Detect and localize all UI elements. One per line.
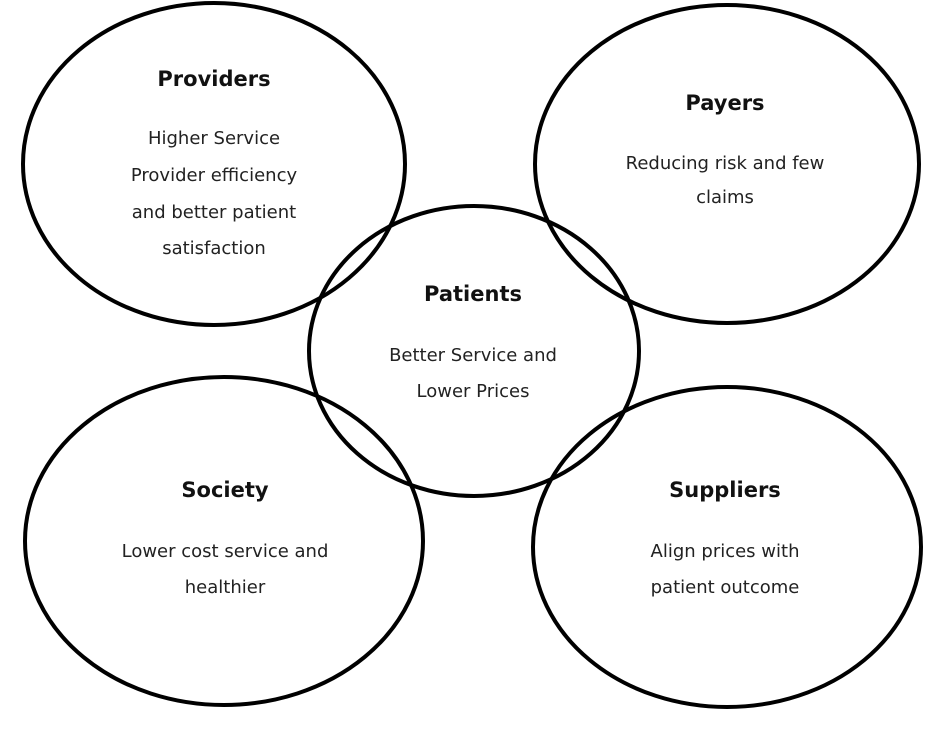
payers-ellipse [533, 3, 921, 325]
society-line: Lower cost service and [122, 541, 329, 562]
patients-ellipse [307, 204, 641, 498]
providers-title: Providers [157, 67, 270, 91]
payers-line: Reducing risk and few [626, 153, 825, 174]
payers-title: Payers [685, 91, 764, 115]
providers-line: Provider efficiency [131, 165, 298, 186]
suppliers-ellipse [531, 385, 923, 709]
suppliers-line: Align prices with [651, 541, 800, 562]
providers-line: satisfaction [162, 238, 266, 259]
suppliers-title: Suppliers [669, 478, 781, 502]
patients-line: Better Service and [389, 345, 557, 366]
patients-title: Patients [424, 282, 522, 306]
providers-line: Higher Service [148, 128, 280, 149]
suppliers-line: patient outcome [651, 577, 800, 598]
providers-ellipse [21, 1, 407, 327]
society-ellipse [23, 375, 425, 707]
society-line: healthier [185, 577, 266, 598]
payers-line: claims [696, 187, 754, 208]
providers-line: and better patient [132, 202, 296, 223]
patients-line: Lower Prices [417, 381, 530, 402]
society-title: Society [181, 478, 268, 502]
